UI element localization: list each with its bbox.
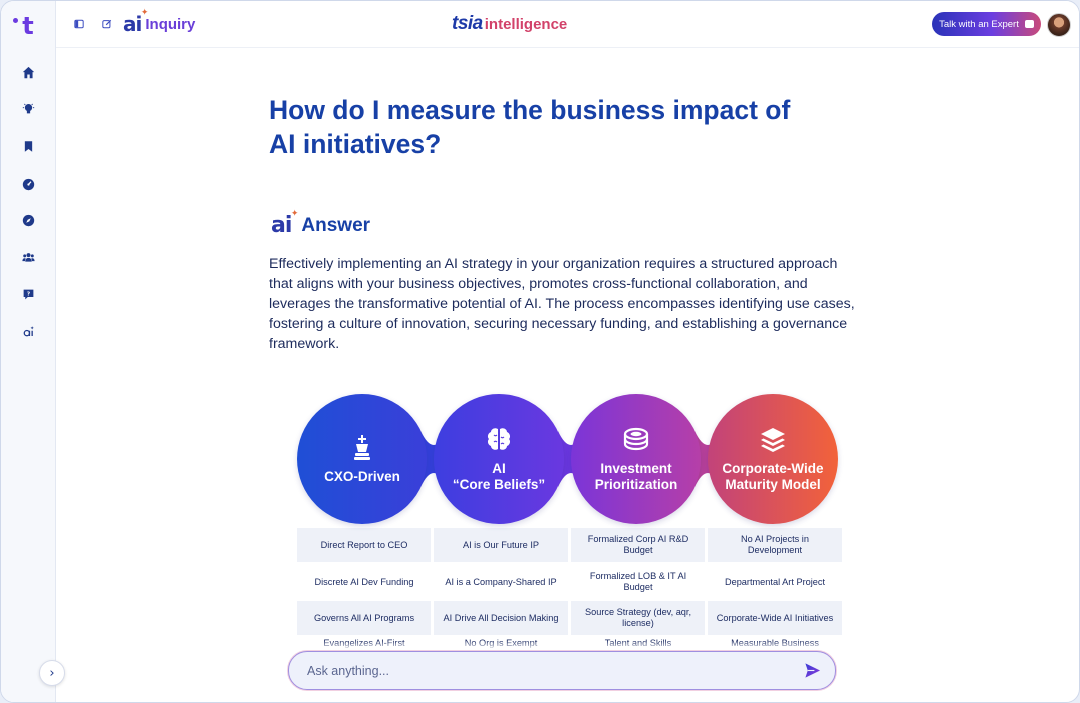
diagram-cell: Source Strategy (dev, aqr, license) (571, 601, 705, 635)
lightbulb-icon[interactable] (18, 98, 38, 118)
brand-tsia: tsia (452, 13, 483, 34)
svg-text:?: ? (26, 291, 29, 297)
tsia-intelligence-logo[interactable]: tsia intelligence (452, 13, 567, 35)
diagram-cell: Discrete AI Dev Funding (314, 576, 414, 587)
diagram-cell: Formalized LOB & IT AI Budget (589, 571, 687, 592)
gauge-icon[interactable] (18, 174, 38, 194)
chat-bubble-icon (1024, 20, 1034, 28)
ai-icon[interactable] (18, 321, 38, 341)
diagram-cell: Governs All AI Programs (297, 601, 431, 635)
talk-with-expert-button[interactable]: Talk with an Expert (932, 12, 1041, 36)
diagram-cell: Corporate-Wide AI Initiatives (708, 601, 842, 635)
help-chat-icon[interactable]: ? (18, 284, 38, 304)
home-icon[interactable] (18, 62, 38, 82)
sidebar-toggle-icon[interactable] (74, 16, 86, 29)
compass-icon[interactable] (18, 210, 38, 230)
diagram-node-maturity: Corporate-Wide Maturity Model (708, 394, 838, 524)
ai-strategy-diagram: Direct Report to CEO Discrete AI Dev Fun… (297, 394, 842, 648)
chevron-right-icon: › (49, 665, 55, 681)
diagram-cell: AI Drive All Decision Making (434, 601, 568, 635)
ask-input[interactable] (305, 661, 789, 681)
send-icon[interactable] (804, 662, 821, 679)
answer-title: Answer (301, 214, 371, 236)
users-icon[interactable] (18, 247, 38, 267)
ai-logo-icon: ai✦ (271, 209, 298, 238)
diagram-node-title: CXO-Driven (324, 469, 400, 484)
inquiry-brand[interactable]: ai✦ Inquiry (123, 8, 196, 36)
diagram-node-title: Investment Prioritization (594, 461, 678, 492)
diagram-node-investment: Investment Prioritization (571, 394, 701, 524)
inquiry-label: Inquiry (145, 15, 196, 33)
diagram-cell: Departmental Art Project (724, 576, 826, 587)
top-bar: ai✦ Inquiry (56, 1, 1079, 48)
diagram-cell: AI is a Company-Shared IP (445, 576, 557, 587)
chess-king-icon (354, 435, 370, 460)
ai-logo-icon: ai✦ (123, 8, 148, 36)
app-logo[interactable]: t (13, 13, 41, 39)
talk-with-expert-label: Talk with an Expert (939, 18, 1019, 30)
brand-intelligence: intelligence (484, 15, 568, 33)
diagram-cell: No AI Projects in Development (708, 528, 842, 562)
diagram-node-title: AI “Core Beliefs” (452, 461, 546, 492)
bookmark-icon[interactable] (18, 136, 38, 156)
brain-icon (487, 428, 511, 450)
answer-text: Effectively implementing an AI strategy … (269, 256, 855, 352)
new-chat-icon[interactable] (102, 16, 114, 29)
coins-icon (623, 427, 649, 451)
diagram-node-core-beliefs: AI “Core Beliefs” (434, 394, 564, 524)
sidebar: t ? (1, 1, 56, 702)
diagram-cell: Direct Report to CEO (297, 528, 431, 562)
expand-sidebar-button[interactable]: › (39, 660, 65, 686)
answer-header: ai✦ Answer (271, 209, 371, 238)
diagram-cell: Formalized Corp AI R&D Budget (571, 528, 705, 562)
layers-icon (761, 428, 785, 452)
ask-box (288, 651, 836, 690)
question-title: How do I measure the business impact of … (269, 95, 791, 159)
diagram-cell: AI is Our Future IP (434, 528, 568, 562)
user-avatar[interactable] (1047, 13, 1071, 37)
diagram-node-title: Corporate-Wide Maturity Model (722, 461, 824, 492)
diagram-node-cxo-driven: CXO-Driven (297, 394, 427, 524)
